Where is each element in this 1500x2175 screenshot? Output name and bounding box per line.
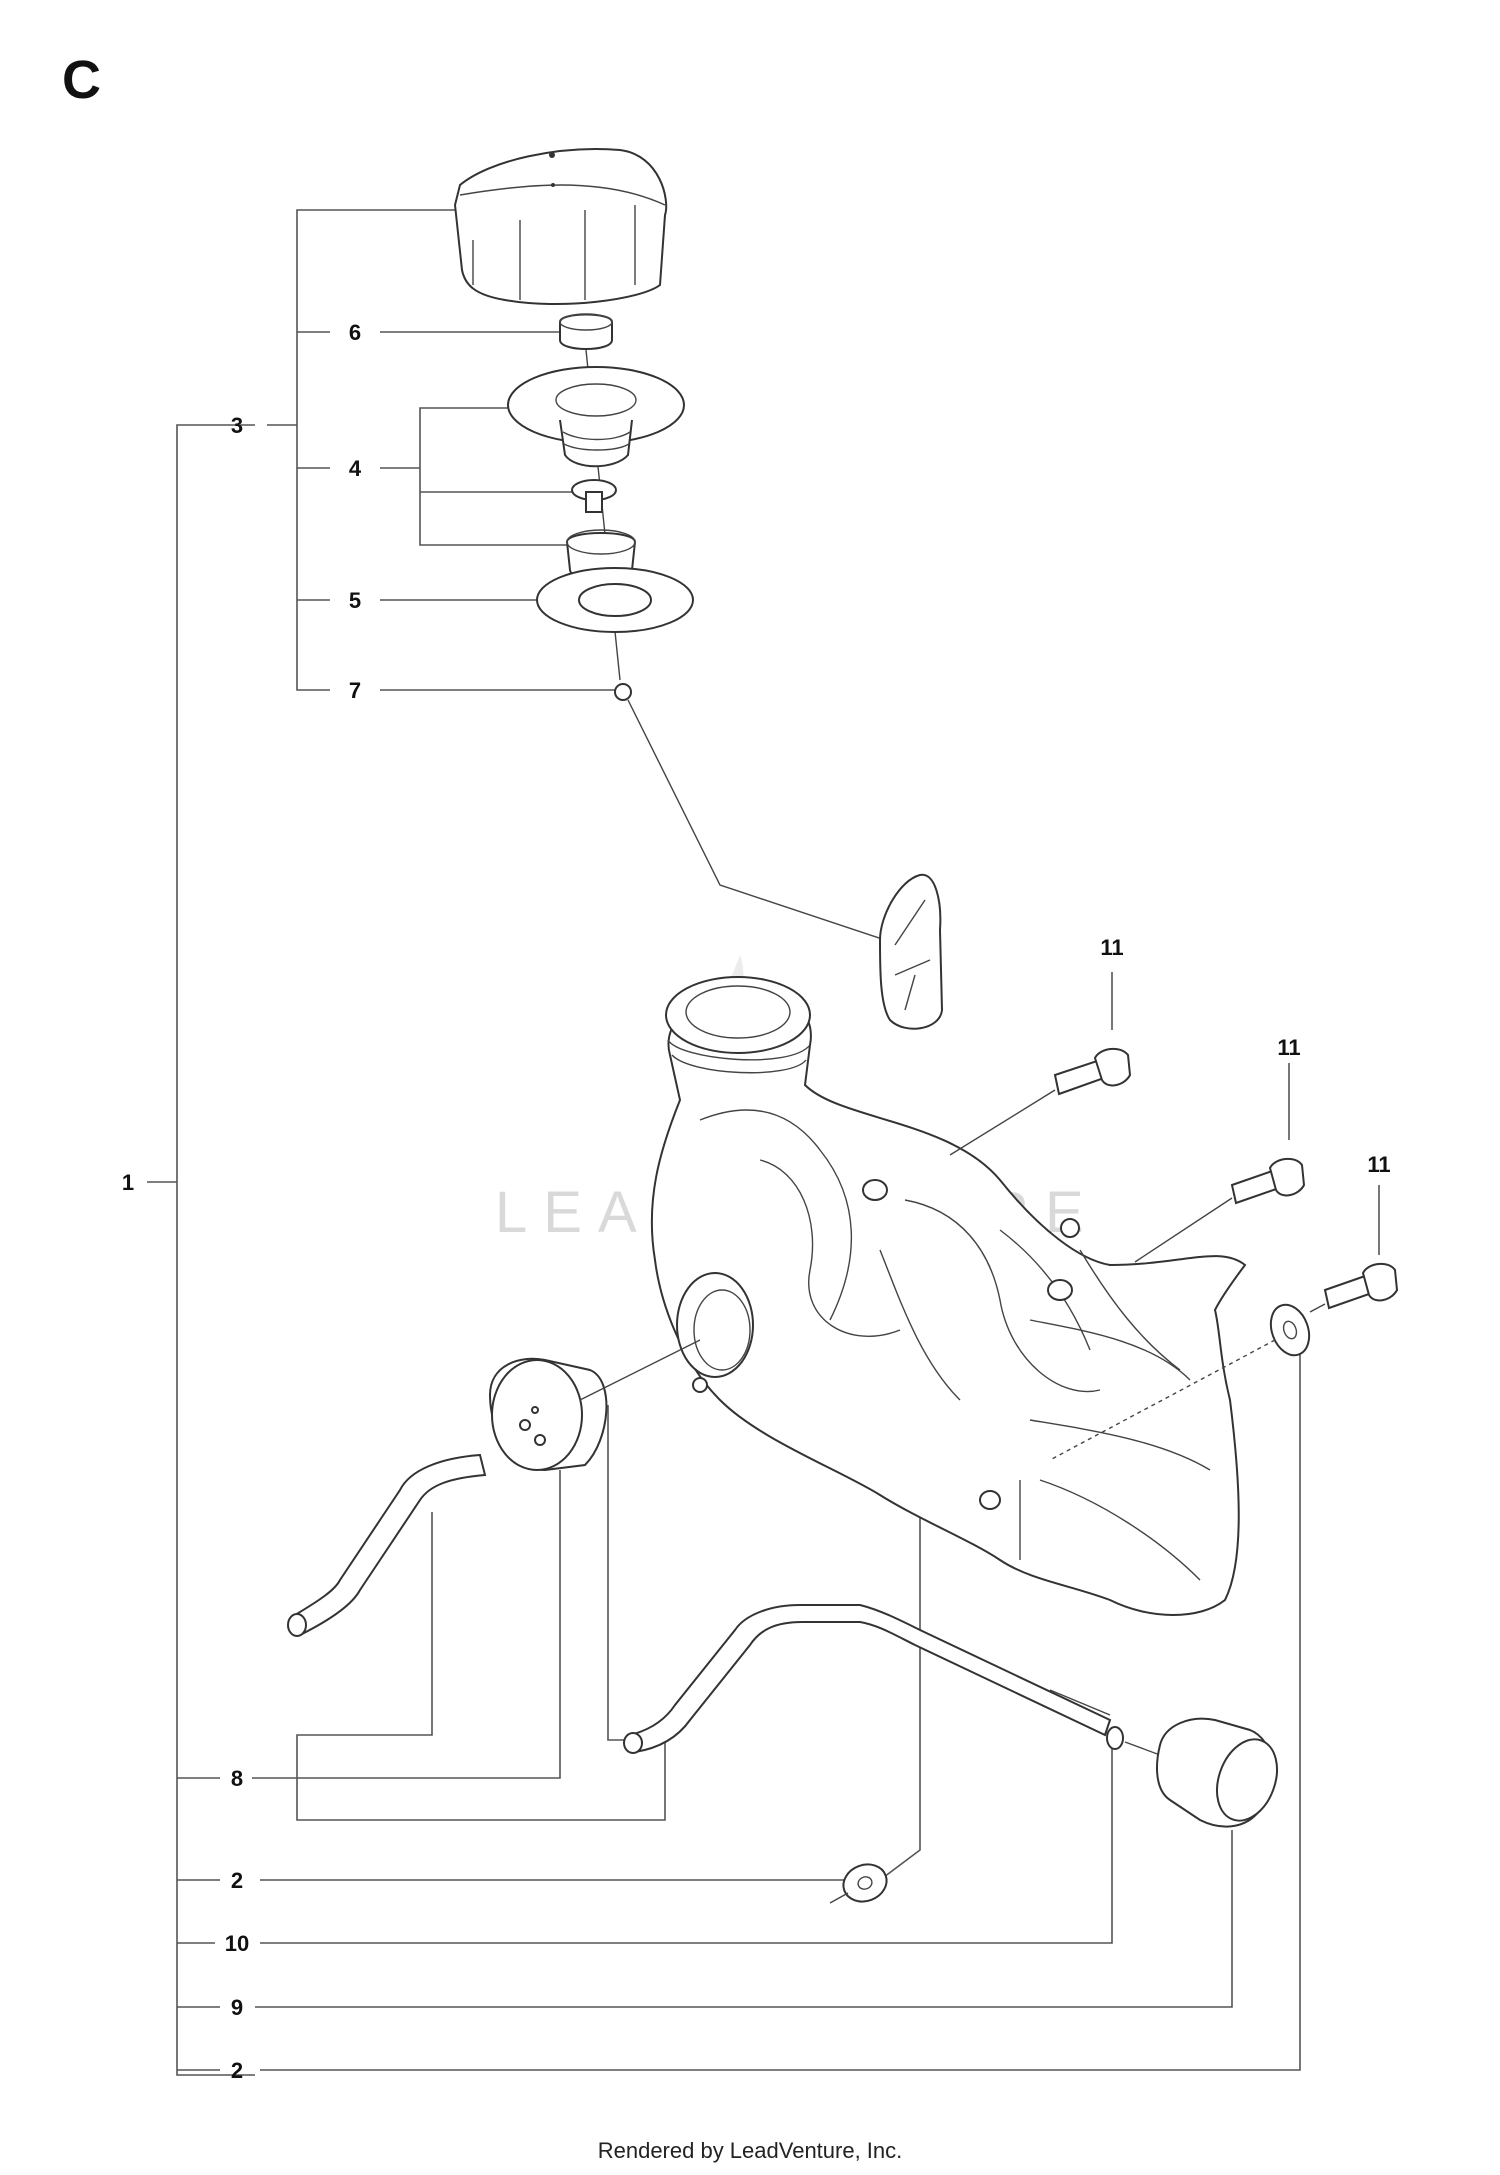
callout-2-upper: 2 [231, 1868, 243, 1893]
vent-valve [571, 479, 617, 513]
leader-lines [147, 209, 1380, 2076]
callout-11-bottom: 11 [1367, 1152, 1390, 1177]
fuel-hose-right [623, 1604, 1112, 1754]
gasket-ring [536, 567, 694, 633]
washer-tank [1269, 1303, 1311, 1357]
fuel-cap [453, 148, 668, 305]
fuel-tank [650, 976, 1247, 1616]
bolt-top [1053, 1047, 1132, 1096]
bolt-middle [1230, 1157, 1306, 1205]
section-label: C [62, 50, 101, 110]
bolt-bottom [1323, 1262, 1399, 1310]
fuel-hose-left [287, 1453, 487, 1637]
callout-9: 9 [231, 1995, 243, 2020]
callout-5: 5 [349, 588, 361, 613]
callout-6: 6 [349, 320, 361, 345]
footer-credit: Rendered by LeadVenture, Inc. [598, 2138, 903, 2163]
hose-clip [1106, 1726, 1124, 1750]
cap-gasket [559, 313, 613, 350]
callout-8: 8 [231, 1766, 243, 1791]
callout-10: 10 [225, 1931, 249, 1956]
fuel-filter [1124, 1717, 1278, 1828]
callout-1: 1 [122, 1170, 134, 1195]
callout-4: 4 [349, 456, 362, 481]
callout-7: 7 [349, 678, 361, 703]
callout-2-lower: 2 [231, 2058, 243, 2083]
callouts: 6 3 4 5 7 1 11 11 11 8 2 10 9 2 [122, 320, 1391, 2083]
cap-tether [614, 683, 944, 1030]
vent-flange [507, 366, 685, 468]
callout-3: 3 [231, 413, 243, 438]
callout-11-top: 11 [1100, 935, 1123, 960]
callout-11-middle: 11 [1277, 1035, 1300, 1060]
washer-lower [842, 1863, 888, 1903]
grommet [488, 1357, 608, 1472]
